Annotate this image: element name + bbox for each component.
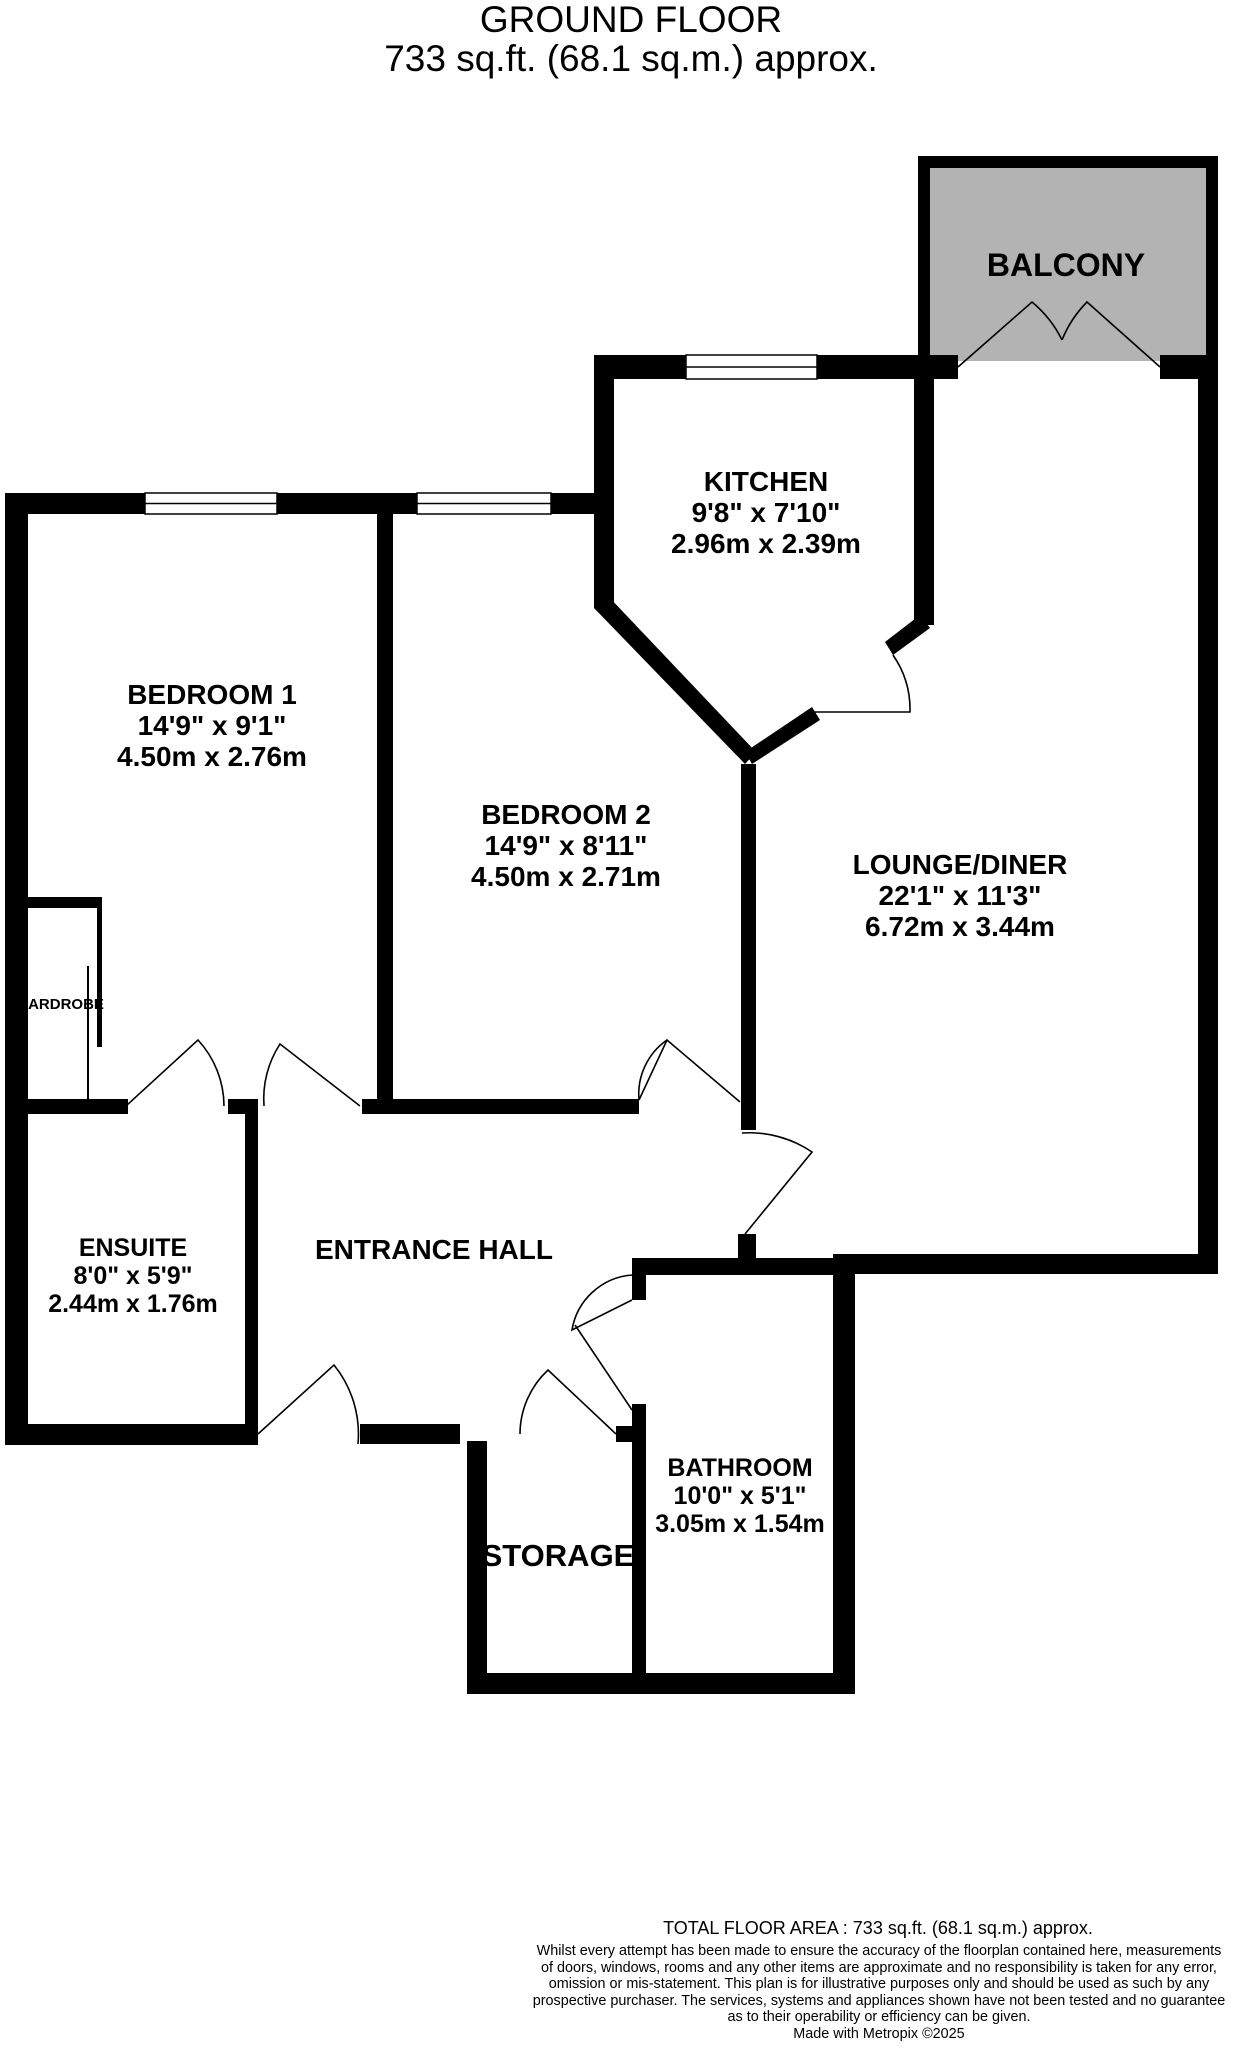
room-label-bedroom-2: BEDROOM 2 14'9" x 8'11" 4.50m x 2.71m	[471, 799, 661, 892]
room-metric: 6.72m x 3.44m	[865, 911, 1055, 942]
room-label-ensuite: ENSUITE 8'0" x 5'9" 2.44m x 1.76m	[48, 1234, 218, 1318]
footer-total-area: TOTAL FLOOR AREA : 733 sq.ft. (68.1 sq.m…	[663, 1918, 1093, 1938]
room-metric: 4.50m x 2.76m	[117, 741, 307, 772]
disclaimer-line: omission or mis-statement. This plan is …	[548, 1976, 1210, 1993]
balcony-walls	[918, 156, 1218, 361]
room-metric: 2.44m x 1.76m	[48, 1290, 218, 1318]
room-label-kitchen: KITCHEN 9'8" x 7'10" 2.96m x 2.39m	[671, 466, 861, 559]
walls	[5, 355, 1218, 1694]
room-imperial: 10'0" x 5'1"	[673, 1482, 807, 1510]
room-imperial: 8'0" x 5'9"	[73, 1262, 193, 1290]
windows	[144, 354, 818, 515]
room-metric: 4.50m x 2.71m	[471, 861, 661, 892]
room-label-entrance-hall: ENTRANCE HALL	[315, 1234, 553, 1265]
disclaimer-line: prospective purchaser. The services, sys…	[532, 1992, 1226, 2009]
room-name: ARDROBE	[28, 996, 104, 1013]
room-label-bedroom-1: BEDROOM 1 14'9" x 9'1" 4.50m x 2.76m	[117, 679, 307, 772]
room-imperial: 22'1" x 11'3"	[878, 880, 1042, 911]
room-imperial: 9'8" x 7'10"	[691, 497, 841, 528]
made-with-credit: Made with Metropix ©2025	[793, 2025, 965, 2042]
room-name: ENTRANCE HALL	[315, 1234, 553, 1265]
disclaimer-line: of doors, windows, rooms and any other i…	[541, 1959, 1217, 1976]
room-metric: 3.05m x 1.54m	[655, 1510, 825, 1538]
room-label-wardrobe: ARDROBE	[28, 996, 104, 1014]
room-name: BEDROOM 1	[127, 679, 297, 710]
room-label-lounge-diner: LOUNGE/DINER 22'1" x 11'3" 6.72m x 3.44m	[853, 849, 1068, 942]
room-metric: 2.96m x 2.39m	[671, 528, 861, 559]
room-name: STORAGE	[481, 1538, 635, 1573]
footer-disclaimer: Whilst every attempt has been made to en…	[533, 1943, 1226, 2042]
room-label-balcony: BALCONY	[986, 247, 1146, 283]
room-name: ENSUITE	[78, 1234, 188, 1262]
doors	[125, 300, 1161, 1445]
room-label-storage: STORAGE	[482, 1540, 635, 1571]
room-name: BALCONY	[986, 247, 1146, 283]
floor-area: 733 sq.ft. (68.1 sq.m.) approx.	[384, 38, 878, 79]
room-label-bathroom: BATHROOM 10'0" x 5'1" 3.05m x 1.54m	[655, 1454, 825, 1538]
floor-title: GROUND FLOOR	[479, 0, 783, 40]
room-name: BATHROOM	[667, 1454, 813, 1482]
room-imperial: 14'9" x 8'11"	[484, 830, 648, 861]
room-name: KITCHEN	[703, 466, 829, 497]
room-name: LOUNGE/DINER	[852, 849, 1068, 880]
room-imperial: 14'9" x 9'1"	[137, 710, 287, 741]
disclaimer-line: as to their operability or efficiency ca…	[727, 2009, 1031, 2026]
room-name: BEDROOM 2	[481, 799, 651, 830]
disclaimer-line: Whilst every attempt has been made to en…	[536, 1943, 1222, 1959]
